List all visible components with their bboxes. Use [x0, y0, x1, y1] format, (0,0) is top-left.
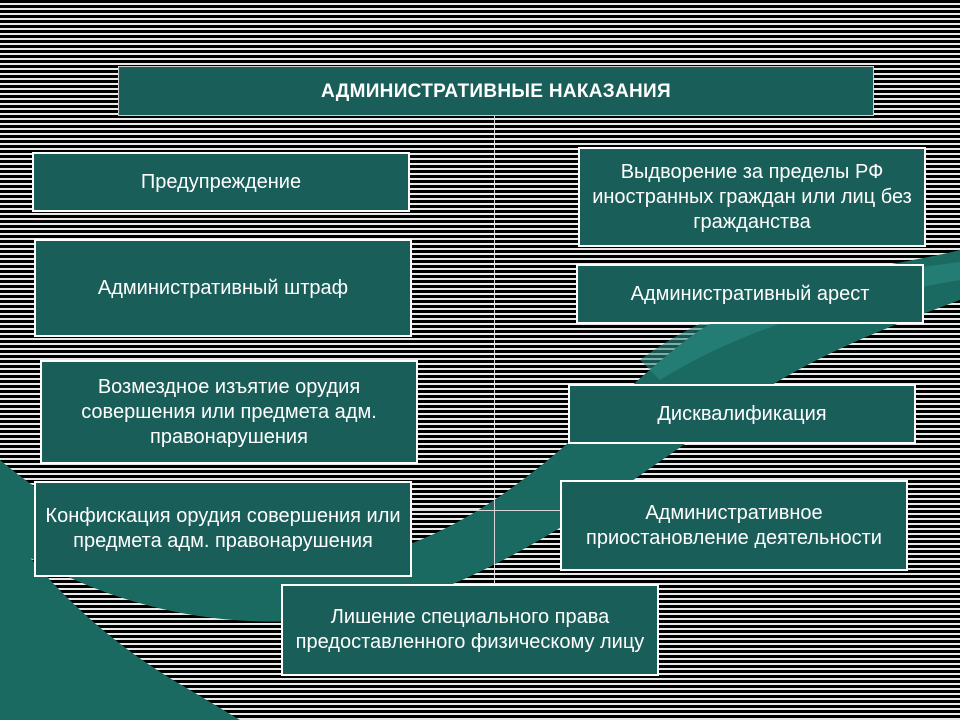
penalty-expulsion: Выдворение за пределы РФ иностранных гра… [578, 147, 926, 247]
diagram-title: АДМИНИСТРАТИВНЫЕ НАКАЗАНИЯ [118, 66, 874, 116]
penalty-deprivation-of-right: Лишение специального права предоставленн… [281, 584, 659, 676]
penalty-suspension: Административное приостановление деятель… [560, 480, 908, 571]
penalty-arrest: Административный арест [576, 264, 924, 324]
swoosh-lower [0, 520, 240, 720]
penalty-warning: Предупреждение [32, 152, 410, 212]
penalty-disqualification: Дисквалификация [568, 384, 916, 444]
center-vertical-line [494, 116, 495, 586]
penalty-paid-seizure: Возмездное изъятие орудия совершения или… [40, 360, 418, 464]
horizontal-connector-line [412, 510, 562, 511]
penalty-confiscation: Конфискация орудия совершения или предме… [34, 481, 412, 577]
penalty-fine: Административный штраф [34, 239, 412, 337]
